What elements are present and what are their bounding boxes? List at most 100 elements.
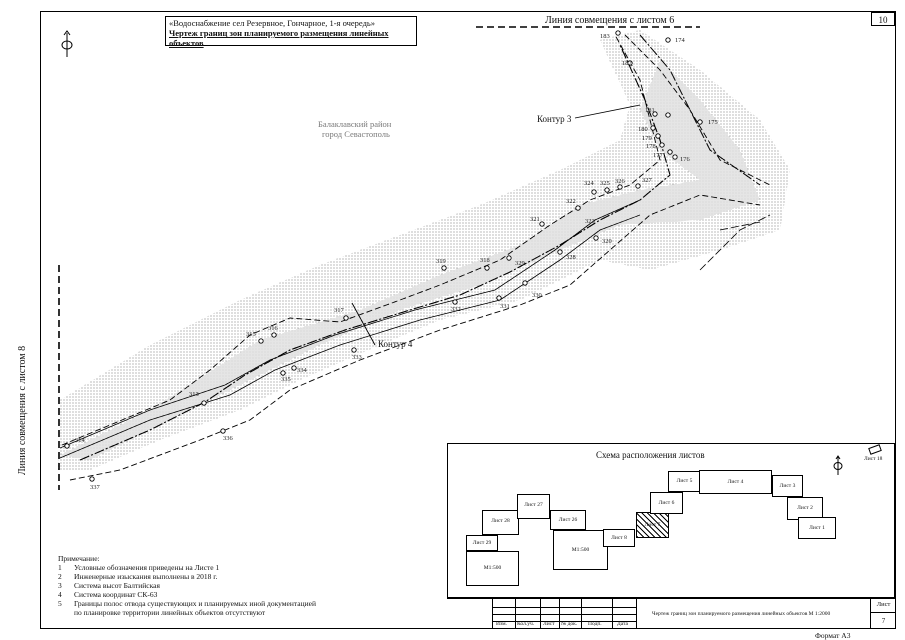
survey-point	[291, 365, 297, 371]
match-line-top-label: Линия совмещения с листом 6	[545, 15, 675, 26]
point-label: 322	[566, 198, 576, 205]
survey-point	[627, 60, 633, 66]
stamp-row-line	[492, 607, 637, 608]
survey-point	[655, 133, 661, 139]
survey-point	[484, 265, 490, 271]
survey-point	[220, 428, 226, 434]
match-line-left-label: Линия совмещения с листом 8	[17, 345, 29, 476]
survey-point	[591, 189, 597, 195]
survey-point	[557, 249, 563, 255]
survey-point	[665, 37, 671, 43]
point-label: 334	[297, 367, 307, 374]
survey-point	[652, 111, 658, 117]
survey-point	[64, 443, 70, 449]
survey-point	[672, 154, 678, 160]
survey-point	[697, 119, 703, 125]
point-label: 181	[645, 107, 655, 114]
point-label: 179	[642, 135, 652, 142]
stamp-col-izm: Изм.	[496, 621, 507, 627]
stamp-col-ndok: № док.	[561, 621, 578, 627]
title-block: «Водоснабжение сел Резервное, Гончарное,…	[165, 16, 417, 48]
point-label: 177	[653, 152, 663, 159]
note-num: 2	[58, 572, 62, 581]
survey-point	[665, 112, 671, 118]
district-label: Балаклавский район	[318, 119, 392, 129]
scheme-title: Схема расположения листов	[596, 450, 705, 460]
point-label: 329	[515, 260, 525, 267]
scheme-sheet: Лист 8	[603, 529, 635, 547]
point-label: 314	[75, 437, 85, 444]
title-line1: «Водоснабжение сел Резервное, Гончарное,…	[169, 18, 376, 28]
note-num: 4	[58, 590, 62, 599]
survey-point	[343, 315, 349, 321]
stamp-col-podp: Подп.	[588, 621, 602, 627]
survey-point	[659, 142, 665, 148]
note-num: 1	[58, 563, 62, 572]
stamp-list-label: Лист	[876, 601, 891, 608]
stamp-list-box: Лист 7	[870, 598, 896, 629]
scheme-sheet: М1:500	[466, 551, 519, 586]
stamp-col-line	[540, 598, 541, 629]
survey-point	[635, 183, 641, 189]
contour-line	[719, 221, 761, 231]
scheme-sheet: Лист 5	[668, 471, 701, 492]
survey-point	[271, 332, 277, 338]
stamp-col-kolich: Кол.уч.	[517, 621, 535, 627]
title-line2: Чертеж границ зон планируемого размещени…	[169, 28, 389, 48]
note-text: Границы полос отвода существующих и план…	[74, 599, 316, 608]
survey-points	[64, 30, 703, 482]
point-label: 335	[281, 376, 291, 383]
note-text: Условные обозначения приведены на Листе …	[74, 563, 220, 572]
point-label: 337	[90, 484, 100, 491]
drawing-frame	[40, 11, 896, 629]
survey-point	[496, 295, 502, 301]
survey-point	[575, 205, 581, 211]
zone-boundary	[69, 194, 761, 481]
point-label: 176	[680, 156, 690, 163]
contour4-leader	[351, 302, 376, 346]
survey-point	[539, 221, 545, 227]
sheet-layout-scheme	[447, 443, 895, 598]
point-label: 321	[530, 216, 540, 223]
road-edge	[59, 214, 641, 459]
point-label: 330	[532, 292, 542, 299]
survey-point	[593, 235, 599, 241]
survey-point	[604, 187, 610, 193]
stamp-description: Чертеж границ зон планируемого размещени…	[652, 611, 831, 617]
point-label: 315	[246, 331, 256, 338]
point-label: 332	[451, 306, 461, 313]
survey-point	[258, 338, 264, 344]
stamp-list-number: 7	[871, 612, 896, 625]
stamp-col-data: Дата	[617, 621, 628, 627]
survey-point	[667, 149, 673, 155]
terrain-dense	[60, 60, 760, 460]
point-label: 333	[352, 354, 362, 361]
point-label: 316	[268, 325, 278, 332]
point-label: 183	[600, 33, 610, 40]
point-label: 313	[189, 391, 199, 398]
point-label: 331	[500, 303, 510, 310]
survey-point	[441, 265, 447, 271]
point-label: 326	[615, 178, 625, 185]
north-arrow-icon	[833, 455, 843, 475]
stamp-col-line	[559, 598, 560, 629]
point-label: 318	[480, 257, 490, 264]
note-num	[58, 608, 74, 617]
point-label: 319	[436, 258, 446, 265]
point-label: 328	[566, 254, 576, 261]
contour3-leader	[574, 104, 641, 119]
survey-point	[650, 125, 656, 131]
point-label: 180	[638, 126, 648, 133]
point-label: 178	[646, 143, 656, 150]
stamp-col-line	[581, 598, 582, 629]
scheme-sheet: Лист 6	[650, 492, 683, 514]
survey-point	[506, 255, 512, 261]
survey-point	[522, 280, 528, 286]
scheme-sheet: Лист 28	[482, 510, 519, 535]
note-num: 3	[58, 581, 62, 590]
stamp-col-line	[612, 598, 613, 629]
stamp-row-line	[492, 614, 637, 615]
point-label: 317	[334, 307, 344, 314]
